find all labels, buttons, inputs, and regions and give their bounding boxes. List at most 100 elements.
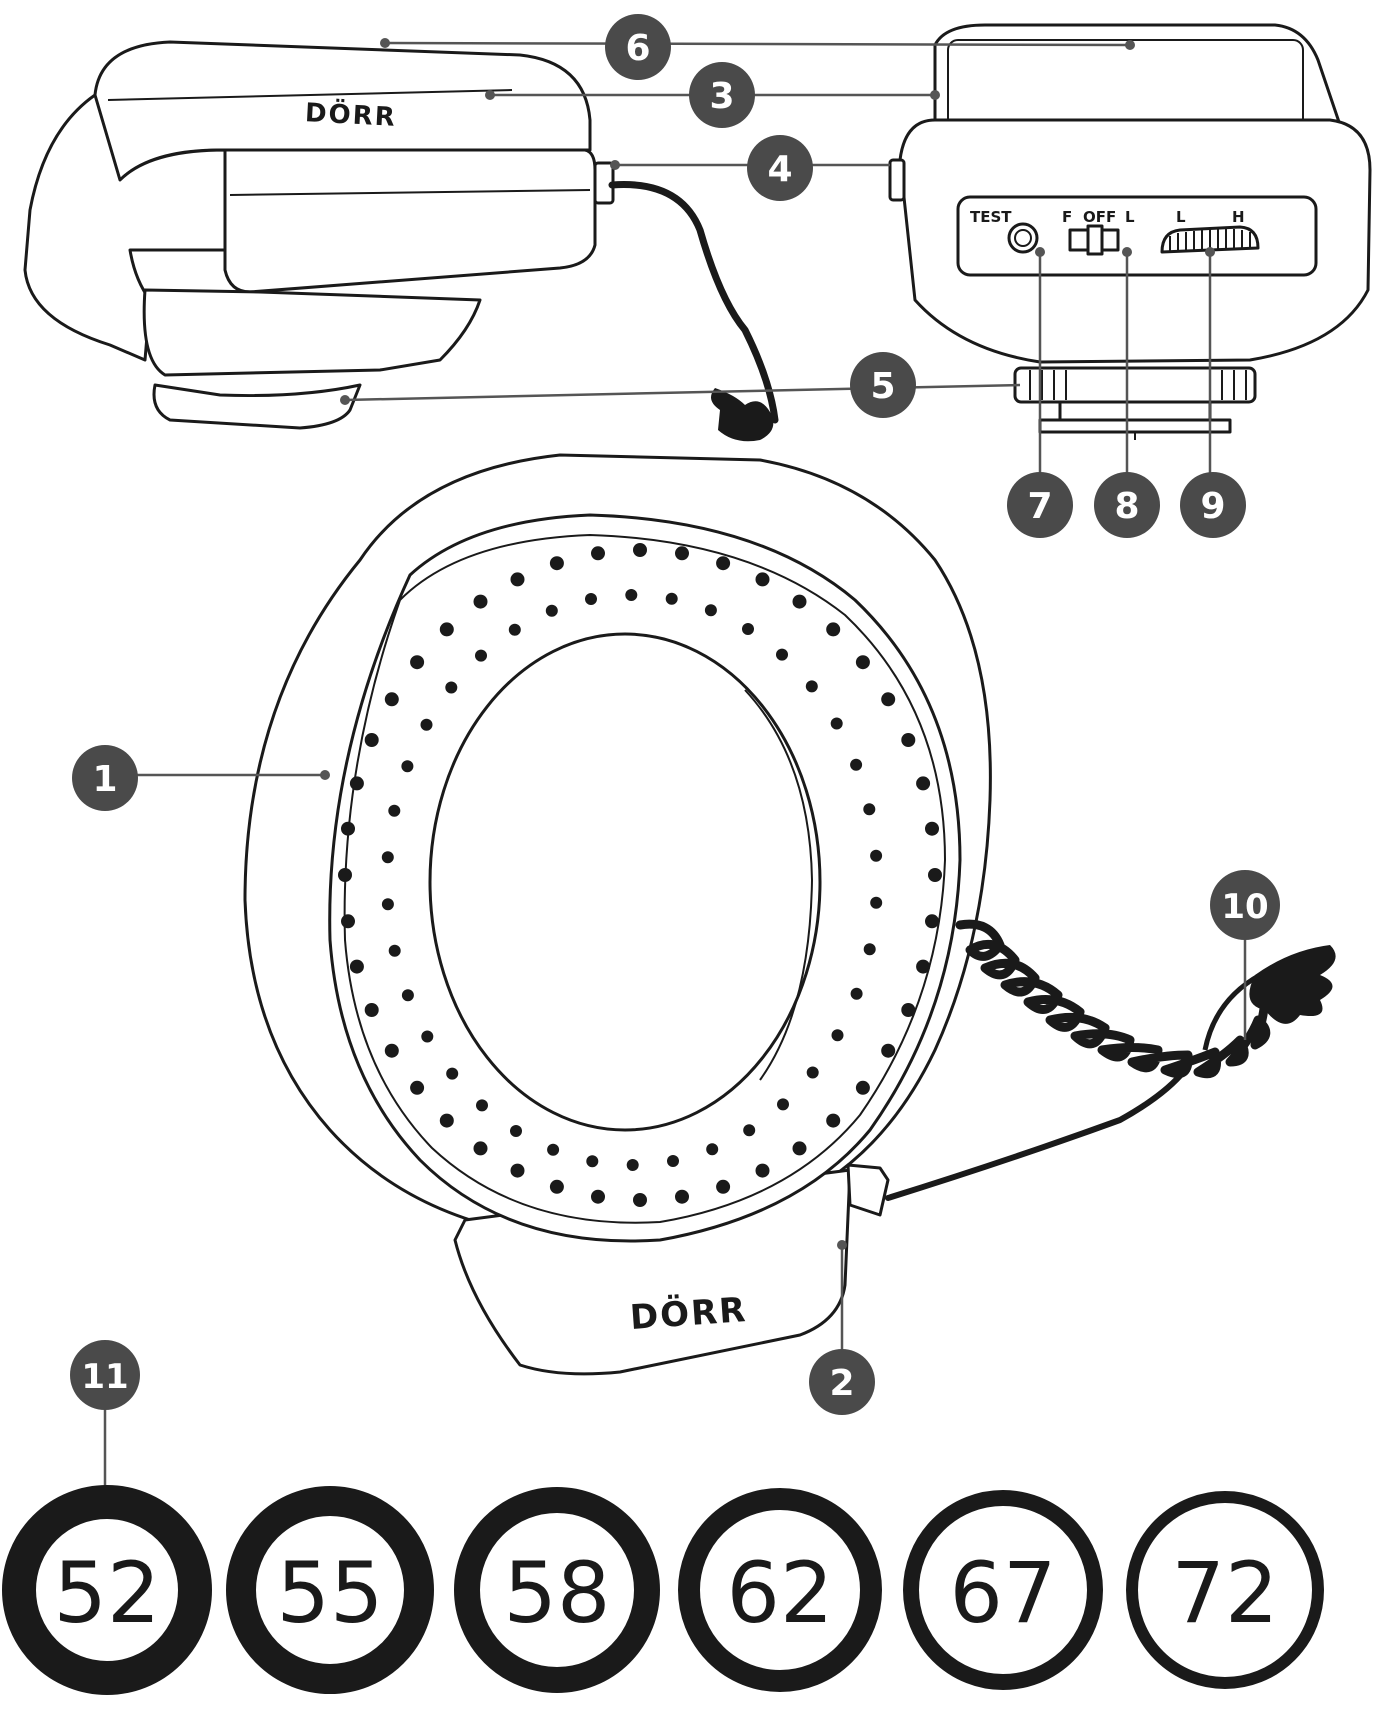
- lens-opening-inner-edge: [744, 689, 814, 1081]
- led-dot: [928, 868, 942, 882]
- power-dial-ridges: [1169, 229, 1251, 251]
- led-dot: [665, 592, 678, 605]
- ring-flash-connector: [846, 1163, 890, 1217]
- callout-badges: 6 3 4 5 7 8 9 1: [70, 14, 1280, 1415]
- svg-text:55: 55: [277, 1544, 384, 1642]
- led-dot: [925, 914, 939, 929]
- led-dot: [855, 655, 870, 670]
- flash-body-lower: [142, 288, 482, 377]
- svg-text:62: 62: [727, 1544, 834, 1642]
- adapter-ring-72: 72: [1126, 1491, 1324, 1689]
- mode-label-f: F: [1062, 208, 1072, 226]
- led-dot: [633, 543, 647, 557]
- led-dot: [792, 1141, 807, 1156]
- led-dot: [916, 959, 931, 974]
- lens-opening: [428, 632, 822, 1132]
- led-dot: [349, 959, 364, 974]
- led-dot: [549, 1179, 564, 1194]
- callout-4: 4: [747, 135, 813, 201]
- control-panel: [956, 195, 1318, 277]
- led-dot: [586, 1155, 599, 1168]
- flash-unit-back-view: TEST F OFF L L H: [888, 23, 1372, 440]
- led-dot: [439, 1113, 454, 1128]
- power-label-low: L: [1176, 208, 1186, 226]
- led-dot: [508, 623, 521, 636]
- led-dot: [805, 680, 818, 693]
- coiled-cable-spiral: [955, 919, 1271, 1079]
- led-dot: [704, 604, 717, 617]
- led-dot: [338, 868, 352, 882]
- led-dot: [925, 821, 939, 836]
- led-dot: [916, 776, 931, 791]
- led-dot: [901, 1003, 916, 1017]
- led-dot: [475, 649, 487, 662]
- led-dot: [675, 1189, 689, 1204]
- ring-flash-brand: DÖRR: [629, 1289, 749, 1338]
- led-dot: [850, 987, 863, 1000]
- led-dot: [410, 1080, 425, 1095]
- led-dot: [388, 804, 401, 817]
- cable-strain-relief: [711, 388, 774, 442]
- svg-text:58: 58: [504, 1544, 611, 1642]
- led-dot: [826, 1113, 841, 1128]
- svg-text:72: 72: [1172, 1544, 1279, 1642]
- led-dot: [591, 546, 605, 561]
- led-dot: [863, 803, 876, 816]
- led-dot: [792, 594, 807, 609]
- svg-text:11: 11: [81, 1357, 128, 1397]
- led-dots: [338, 543, 942, 1207]
- led-dot: [384, 692, 399, 707]
- test-button[interactable]: [1007, 222, 1039, 254]
- led-dot: [755, 572, 770, 587]
- led-dot: [881, 1043, 896, 1058]
- led-dot: [547, 1143, 560, 1156]
- svg-text:6: 6: [625, 28, 650, 69]
- led-dot: [742, 623, 754, 635]
- flash-foot: [152, 383, 362, 430]
- led-dot: [510, 1125, 522, 1137]
- led-dot: [706, 1143, 719, 1156]
- svg-text:2: 2: [829, 1363, 854, 1404]
- adapter-rings: 52 55 58 62 67 72: [2, 1485, 1324, 1695]
- led-dot: [716, 556, 731, 571]
- led-dot: [510, 572, 525, 587]
- led-dot: [675, 546, 689, 561]
- svg-text:8: 8: [1114, 486, 1139, 527]
- flash-body-left: [23, 93, 227, 362]
- led-dot: [420, 718, 433, 731]
- led-dot: [473, 1141, 488, 1156]
- coiled-cable: [885, 919, 1336, 1201]
- led-dot: [384, 1043, 399, 1058]
- led-dot: [341, 821, 355, 836]
- led-dot: [777, 1098, 789, 1111]
- test-label: TEST: [970, 208, 1012, 226]
- led-dot: [591, 1189, 605, 1204]
- led-dot: [855, 1080, 870, 1095]
- flash-unit-side-view: DÖRR: [23, 40, 615, 430]
- led-dot: [743, 1124, 756, 1137]
- locking-wheel[interactable]: [1013, 366, 1257, 404]
- mode-label-l: L: [1125, 208, 1135, 226]
- connection-cable: [608, 181, 779, 424]
- led-dot: [473, 594, 488, 609]
- led-dot: [439, 622, 454, 637]
- svg-text:7: 7: [1027, 486, 1052, 527]
- led-dot: [421, 1030, 434, 1043]
- callout-6: 6: [605, 14, 671, 80]
- mode-label-off: OFF: [1083, 208, 1116, 226]
- adapter-ring-62: 62: [678, 1488, 882, 1692]
- hot-shoe-foot: [1058, 400, 1212, 422]
- svg-text:67: 67: [950, 1544, 1057, 1642]
- led-dot: [626, 1159, 639, 1171]
- led-dot: [388, 944, 401, 957]
- adapter-ring-55: 55: [226, 1486, 434, 1694]
- led-dot: [625, 589, 638, 601]
- svg-text:10: 10: [1221, 887, 1268, 927]
- adapter-ring-67: 67: [903, 1490, 1103, 1690]
- leader-6: [384, 41, 1131, 47]
- led-dot: [545, 604, 558, 617]
- callout-1: 1: [72, 745, 138, 811]
- led-dot: [476, 1099, 488, 1112]
- led-dot: [755, 1163, 770, 1178]
